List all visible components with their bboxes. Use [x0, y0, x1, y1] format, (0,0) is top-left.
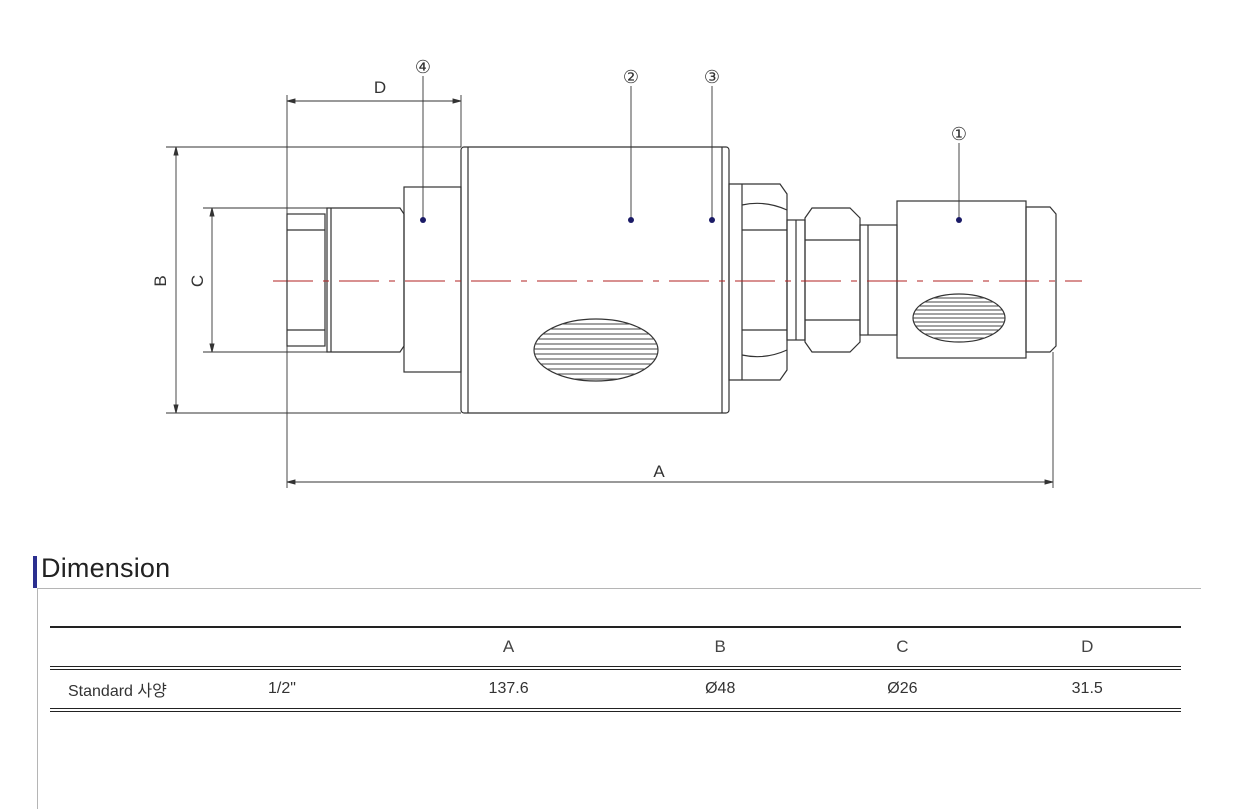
dimension-label-c: C: [188, 275, 207, 287]
hex-nut-left: [728, 183, 788, 381]
column-header-b: B: [714, 637, 726, 656]
column-header-c: C: [896, 637, 909, 656]
left-fitting-inner: [286, 213, 326, 347]
section-left-rule: [37, 588, 38, 809]
section-accent-bar: [33, 556, 37, 588]
row-size: 1/2": [268, 680, 296, 697]
column-header-d: D: [1081, 637, 1094, 656]
table-header-row: A B C D: [50, 627, 1181, 668]
part-label-4: ④: [415, 57, 431, 77]
marker-dot-2: [628, 217, 634, 223]
cell-d: 31.5: [1071, 680, 1103, 697]
marker-dot-3: [709, 217, 715, 223]
cell-b: Ø48: [705, 680, 736, 697]
neck-right: [859, 224, 898, 336]
cell-c: Ø26: [887, 680, 918, 697]
dimension-label-d: D: [374, 78, 386, 97]
hex-nut-right: [804, 207, 861, 353]
left-thread: [326, 207, 405, 353]
dimension-a-line: [286, 479, 1054, 485]
collar-part-4: [403, 186, 462, 373]
column-header-size: [268, 627, 388, 668]
part-label-2: ②: [623, 67, 639, 87]
part-label-1: ①: [951, 124, 967, 144]
dimension-label-b: B: [151, 275, 170, 286]
section-divider: [37, 588, 1201, 589]
hatched-window-body: [533, 318, 659, 382]
marker-dot-4: [420, 217, 426, 223]
part-label-3: ③: [704, 67, 720, 87]
dimension-table: A B C D Standard 사양 1/2" 137.6 Ø48 Ø26 3…: [50, 626, 1181, 712]
column-header-label: [50, 627, 268, 668]
table-row: Standard 사양 1/2" 137.6 Ø48 Ø26 31.5: [50, 668, 1181, 710]
section-title: Dimension: [41, 553, 171, 583]
row-label: Standard 사양: [68, 683, 167, 700]
column-header-a: A: [502, 637, 515, 656]
dimension-c-line: [209, 207, 215, 353]
hatched-window-cap: [912, 293, 1006, 343]
technical-drawing: ④ ② ③ ① D A B C: [151, 57, 1082, 488]
cell-a: 137.6: [488, 680, 529, 697]
dimension-b-line: [173, 146, 179, 414]
marker-dot-1: [956, 217, 962, 223]
dimension-d-line: [286, 98, 462, 104]
dimension-label-a: A: [653, 462, 665, 481]
cap-end: [1025, 206, 1057, 353]
